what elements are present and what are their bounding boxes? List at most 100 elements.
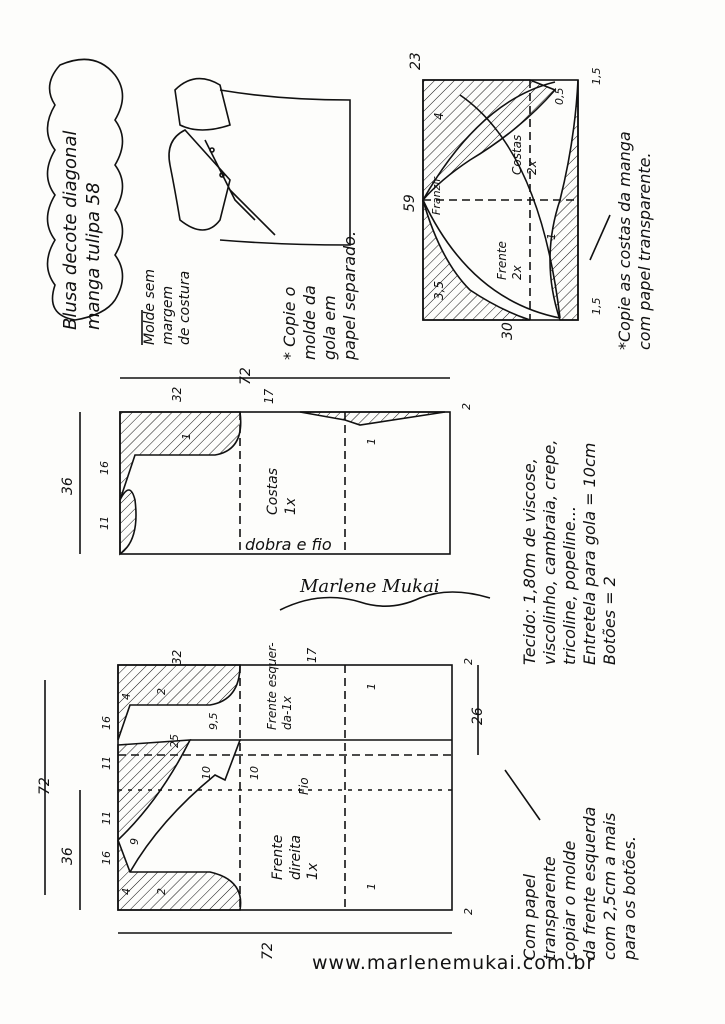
collar-note-line1: * Copie o — [280, 286, 299, 360]
seam-note-line3: de costura — [177, 270, 193, 345]
front-dim-height-72: 72 — [37, 777, 53, 795]
front-grain-label: Fio — [297, 777, 311, 795]
front-note-line5: com 2,5cm a mais — [600, 812, 619, 960]
front-dim-16a: 16 — [100, 716, 113, 730]
signature-stroke — [279, 591, 491, 611]
sleeve-dim-1: 1 — [545, 233, 558, 240]
fabric-line1: Tecido: 1,80m de viscose, — [520, 458, 539, 665]
front-dim-2top: 2 — [462, 658, 475, 665]
front-note-line2: transparente — [540, 856, 559, 960]
front-dim-4a: 4 — [120, 693, 133, 700]
front-dim-17: 17 — [305, 647, 319, 663]
front-dim-25: 25 — [168, 734, 181, 748]
title-cloud — [46, 58, 124, 321]
front-note: Com papel transparente copiar o molde da… — [520, 807, 640, 960]
qty: 1x — [305, 862, 321, 880]
seam-note: Molde sem margem de costura — [142, 269, 195, 345]
back-dim-11: 11 — [98, 516, 111, 530]
fabric-line4: Entretela para gola = 10cm — [580, 442, 599, 665]
front-dim-16b: 16 — [100, 851, 113, 865]
front-dim-1a: 1 — [365, 683, 378, 690]
back-dim-72: 72 — [238, 367, 254, 385]
arrow-front-note — [504, 769, 541, 821]
front-pattern — [44, 664, 479, 934]
back-dim-1: 1 — [365, 438, 378, 445]
front-dim-9-5: 9,5 — [207, 712, 220, 731]
front-dim-9: 9 — [128, 838, 141, 845]
fabric-line5: Botões = 2 — [600, 576, 619, 665]
title: Blusa decote diagonal manga tulipa 58 — [60, 131, 105, 331]
qty: 2x — [525, 160, 539, 175]
front-dim-2b: 2 — [155, 888, 168, 895]
front-dim-10: 10 — [248, 766, 261, 780]
qty: 1x — [282, 497, 299, 515]
sleeve-dim-23: 23 — [408, 52, 424, 70]
label2: direita — [287, 834, 304, 880]
back-dim-32: 32 — [170, 386, 184, 402]
back-fold-label: dobra e fio — [245, 535, 332, 554]
website-url: www.marlenemukai.com.br — [312, 952, 596, 974]
sleeve-note: *Copie as costas da manga com papel tran… — [615, 131, 655, 350]
label: Frente — [270, 834, 286, 880]
front-dim-2bot: 2 — [462, 908, 475, 915]
front-dim-10b: 10 — [200, 766, 213, 780]
seam-note-line1: Molde sem — [142, 268, 158, 345]
back-dim-1b: 1 — [180, 433, 193, 440]
sleeve-note-line1: *Copie as costas da manga — [615, 131, 634, 350]
fabric-line3: tricoline, popeline... — [560, 505, 579, 665]
back-dim-2: 2 — [460, 403, 473, 410]
fabric-line2: viscolinho, cambraia, crepe, — [540, 439, 559, 665]
fabric-info: Tecido: 1,80m de viscose, viscolinho, ca… — [520, 440, 620, 665]
front-left-label: Frente esquer-da-1x — [265, 642, 295, 730]
collar-note-line4: papel separado. — [340, 230, 359, 360]
label: Costas — [265, 468, 281, 515]
back-dim-17: 17 — [262, 388, 276, 404]
front-dim-11b: 11 — [100, 811, 113, 825]
arrow-sleeve-note — [589, 214, 611, 261]
sleeve-franzir-label: Franzir — [430, 177, 443, 215]
qty: da-1x — [280, 695, 294, 730]
collar-note: * Copie o molde da gola em papel separad… — [280, 231, 360, 360]
arrow-collar — [229, 189, 276, 236]
front-note-line3: copiar o molde — [560, 840, 579, 960]
qty: 2x — [510, 265, 524, 280]
seam-note-line2: margem — [159, 285, 176, 345]
collar-note-line2: molde da — [300, 285, 319, 360]
front-dim-2a: 2 — [155, 688, 168, 695]
front-dim-4b: 4 — [120, 888, 133, 895]
signature: Marlene Mukai — [300, 576, 440, 597]
back-dim-16: 16 — [98, 461, 111, 475]
front-note-line4: da frente esquerda — [580, 806, 599, 960]
sleeve-dim-4: 4 — [432, 112, 446, 120]
front-dim-26: 26 — [470, 707, 486, 725]
collar-note-line3: gola em — [320, 295, 339, 360]
sleeve-dim-59: 59 — [402, 194, 418, 212]
title-line1: Blusa decote diagonal — [60, 130, 81, 331]
sleeve-dim-3-5: 3,5 — [432, 280, 446, 300]
label: Costas — [510, 134, 524, 175]
label: Frente esquer- — [265, 642, 279, 730]
back-dim-36: 36 — [60, 477, 76, 495]
sleeve-note-line2: com papel transparente. — [635, 152, 654, 350]
label: Frente — [495, 241, 509, 280]
sleeve-dim-0-5: 0,5 — [553, 87, 566, 106]
front-dim-1b: 1 — [365, 883, 378, 890]
front-dim-11a: 11 — [100, 756, 113, 770]
front-note-line1: Com papel — [520, 873, 539, 960]
front-dim-32: 32 — [170, 649, 184, 665]
front-dim-36: 36 — [60, 847, 76, 865]
sleeve-dim-1-5-bottom: 1,5 — [590, 297, 603, 316]
front-dim-72: 72 — [260, 942, 276, 960]
front-note-line6: para os botões. — [620, 836, 639, 960]
sleeve-dim-30: 30 — [500, 322, 516, 340]
sleeve-dim-1-5-top: 1,5 — [590, 67, 603, 86]
blouse-sketch — [168, 77, 351, 246]
back-pattern — [79, 377, 451, 556]
title-line2: manga tulipa 58 — [82, 182, 104, 330]
